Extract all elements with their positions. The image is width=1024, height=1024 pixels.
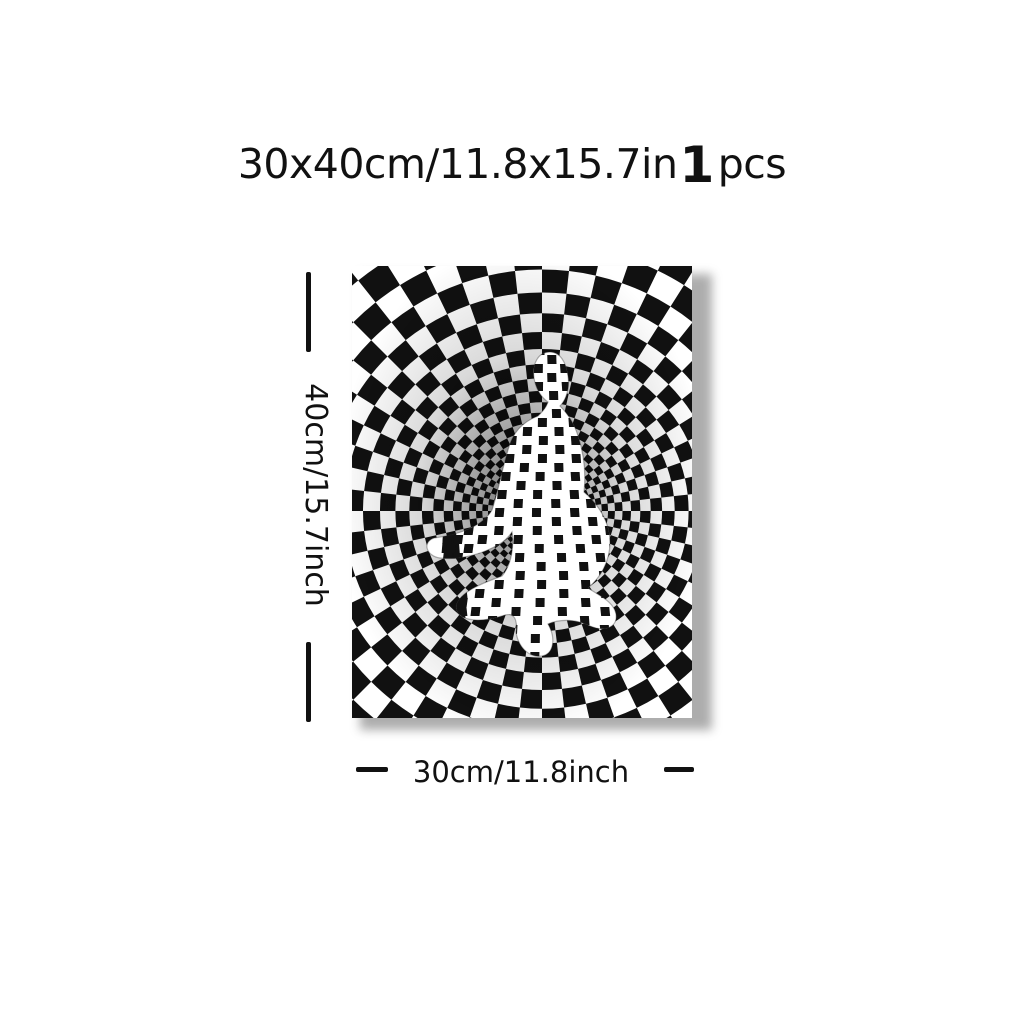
canvas-artwork: [352, 266, 692, 718]
width-dimension-line-left: [356, 767, 388, 772]
size-headline: 30x40cm/11.8x15.7in1pcs: [0, 136, 1024, 193]
quantity-unit: pcs: [717, 140, 787, 188]
quantity-number: 1: [679, 136, 714, 194]
height-dimension-line-bottom: [306, 642, 311, 722]
width-dimension-label: 30cm/11.8inch: [412, 755, 630, 789]
height-dimension-label: 40cm/15.7inch: [298, 383, 333, 607]
size-text: 30x40cm/11.8x15.7in: [237, 140, 678, 188]
canvas-print: [352, 266, 712, 730]
checker-vortex-artwork: [352, 266, 692, 718]
width-dimension-line-right: [664, 767, 694, 772]
height-dimension-line-top: [306, 272, 311, 352]
